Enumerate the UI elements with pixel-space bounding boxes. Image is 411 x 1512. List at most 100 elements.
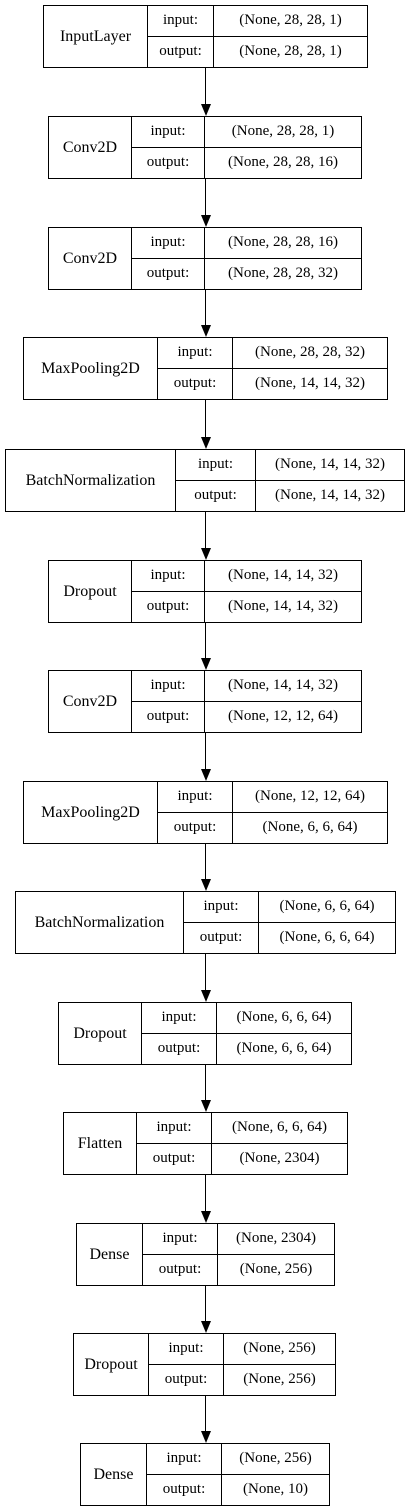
connector-arrow [205, 733, 206, 769]
output-label: output: [132, 147, 205, 178]
input-row: input: (None, 28, 28, 1) [132, 117, 361, 148]
output-label: output: [142, 1033, 217, 1064]
connector-arrow [205, 290, 206, 325]
input-label: input: [132, 671, 205, 701]
layer-shape-table: input: (None, 28, 28, 1) output:(None, 28,… [132, 117, 361, 178]
input-label: input: [184, 892, 259, 922]
layer-shape-table: input: (None, 6, 6, 64) output:(None, 2304… [137, 1113, 347, 1174]
input-row: input:(None, 12, 12, 64) [158, 782, 387, 813]
output-label: output: [158, 368, 233, 399]
input-row: input:(None, 14, 14, 32) [132, 671, 361, 702]
arrowhead-icon [200, 1321, 211, 1333]
output-row: output:(None, 14, 14, 32) [176, 480, 404, 511]
output-row: output: (None, 6, 6, 64) [184, 922, 395, 953]
output-shape: (None, 14, 14, 32) [255, 375, 365, 392]
output-label: output: [158, 812, 233, 843]
layer-shape-table: input:(None, 6, 6, 64)output: (None, 6, 6… [184, 892, 395, 953]
input-label: input: [147, 1444, 222, 1474]
layer-name: Flatten [64, 1113, 137, 1174]
input-shape: (None, 6, 6, 64) [232, 1119, 327, 1136]
input-shape: (None, 256) [239, 1450, 312, 1467]
input-row: input:(None, 14, 14, 32) [176, 450, 404, 481]
output-row: output:(None, 12, 12, 64) [132, 701, 361, 732]
output-row: output: (None, 6, 6, 64) [142, 1033, 351, 1064]
connector-arrow [205, 179, 206, 215]
layer-shape-table: input: (None, 256) output: (None, 10) [147, 1444, 329, 1505]
connector-arrow [205, 844, 206, 879]
arrowhead-icon [200, 104, 211, 116]
layer-shape-table: input:(None, 6, 6, 64)output:(None, 6, 6… [142, 1003, 351, 1064]
output-label: output: [132, 591, 205, 622]
layer-name: BatchNormalization [16, 892, 184, 953]
input-shape: (None, 6, 6, 64) [236, 1009, 332, 1026]
arrowhead-icon [200, 1211, 211, 1223]
layer-shape-table: input:(None, 28, 28, 32)output: (None, 14… [158, 338, 387, 399]
input-label: input: [132, 561, 205, 591]
output-row: output:(None, 2304) [137, 1143, 347, 1174]
output-label: output: [184, 922, 259, 953]
arrowhead-icon [200, 769, 211, 781]
output-shape: (None, 6, 6, 64) [262, 819, 358, 836]
output-label: output: [132, 258, 205, 289]
output-row: output:(None, 28, 28, 16) [132, 147, 361, 178]
connector-arrow [205, 68, 206, 104]
output-label: output: [148, 36, 214, 67]
layer-name: Dropout [49, 561, 132, 622]
output-label: output: [147, 1474, 222, 1505]
connector-arrow [205, 623, 206, 658]
input-label: input: [148, 6, 214, 36]
arrowhead-icon [200, 325, 211, 337]
input-shape: (None, 256) [243, 1340, 316, 1357]
input-label: input: [149, 1334, 224, 1364]
input-shape: (None, 14, 14, 32) [228, 567, 338, 584]
connector-arrow [205, 954, 206, 990]
connector-arrow [205, 1396, 206, 1431]
arrowhead-icon [200, 437, 211, 449]
input-row: input: (None, 2304) [143, 1224, 334, 1255]
input-label: input: [143, 1224, 218, 1254]
input-row: input: (None, 6, 6, 64) [137, 1113, 347, 1144]
input-shape: (None, 14, 14, 32) [275, 456, 385, 473]
layer-name: Dropout [59, 1003, 142, 1064]
layer-shape-table: input: (None, 2304) output: (None, 256) [143, 1224, 334, 1285]
input-label: input: [137, 1113, 212, 1143]
input-label: input: [132, 117, 205, 147]
output-shape: (None, 6, 6, 64) [279, 929, 375, 946]
output-shape: (None, 256) [239, 1261, 313, 1278]
input-shape: (None, 28, 28, 1) [231, 123, 335, 140]
output-shape: (None, 256) [243, 1371, 316, 1388]
arrowhead-icon [200, 990, 211, 1002]
connector-arrow [205, 400, 206, 437]
output-shape: (None, 6, 6, 64) [236, 1040, 332, 1057]
layer-shape-table: input:(None, 14, 14, 32)output:(None, 12… [132, 671, 361, 732]
input-shape: (None, 28, 28, 1) [239, 12, 342, 29]
input-shape: (None, 28, 28, 16) [228, 234, 338, 251]
layer-name: BatchNormalization [6, 450, 176, 511]
input-shape: (None, 2304) [236, 1230, 316, 1247]
input-row: input: (None, 14, 14, 32) [132, 561, 361, 592]
output-label: output: [132, 701, 205, 732]
output-row: output:(None, 256) [149, 1364, 335, 1395]
output-row: output: (None, 256) [143, 1254, 334, 1285]
output-label: output: [143, 1254, 218, 1285]
output-shape: (None, 14, 14, 32) [275, 487, 385, 504]
arrowhead-icon [200, 879, 211, 891]
input-row: input:(None, 6, 6, 64) [184, 892, 395, 923]
output-row: output:(None, 28, 28, 32) [132, 258, 361, 289]
output-row: output: (None, 6, 6, 64) [158, 812, 387, 843]
input-row: input: (None, 28, 28, 1) [148, 6, 367, 37]
output-row: output: (None, 10) [147, 1474, 329, 1505]
arrowhead-icon [200, 658, 211, 670]
connector-arrow [205, 1286, 206, 1321]
output-shape: (None, 10) [243, 1481, 308, 1498]
layer-name: Dense [77, 1224, 143, 1285]
input-row: input:(None, 28, 28, 32) [158, 338, 387, 369]
layer-shape-table: input:(None, 12, 12, 64)output: (None, 6,… [158, 782, 387, 843]
